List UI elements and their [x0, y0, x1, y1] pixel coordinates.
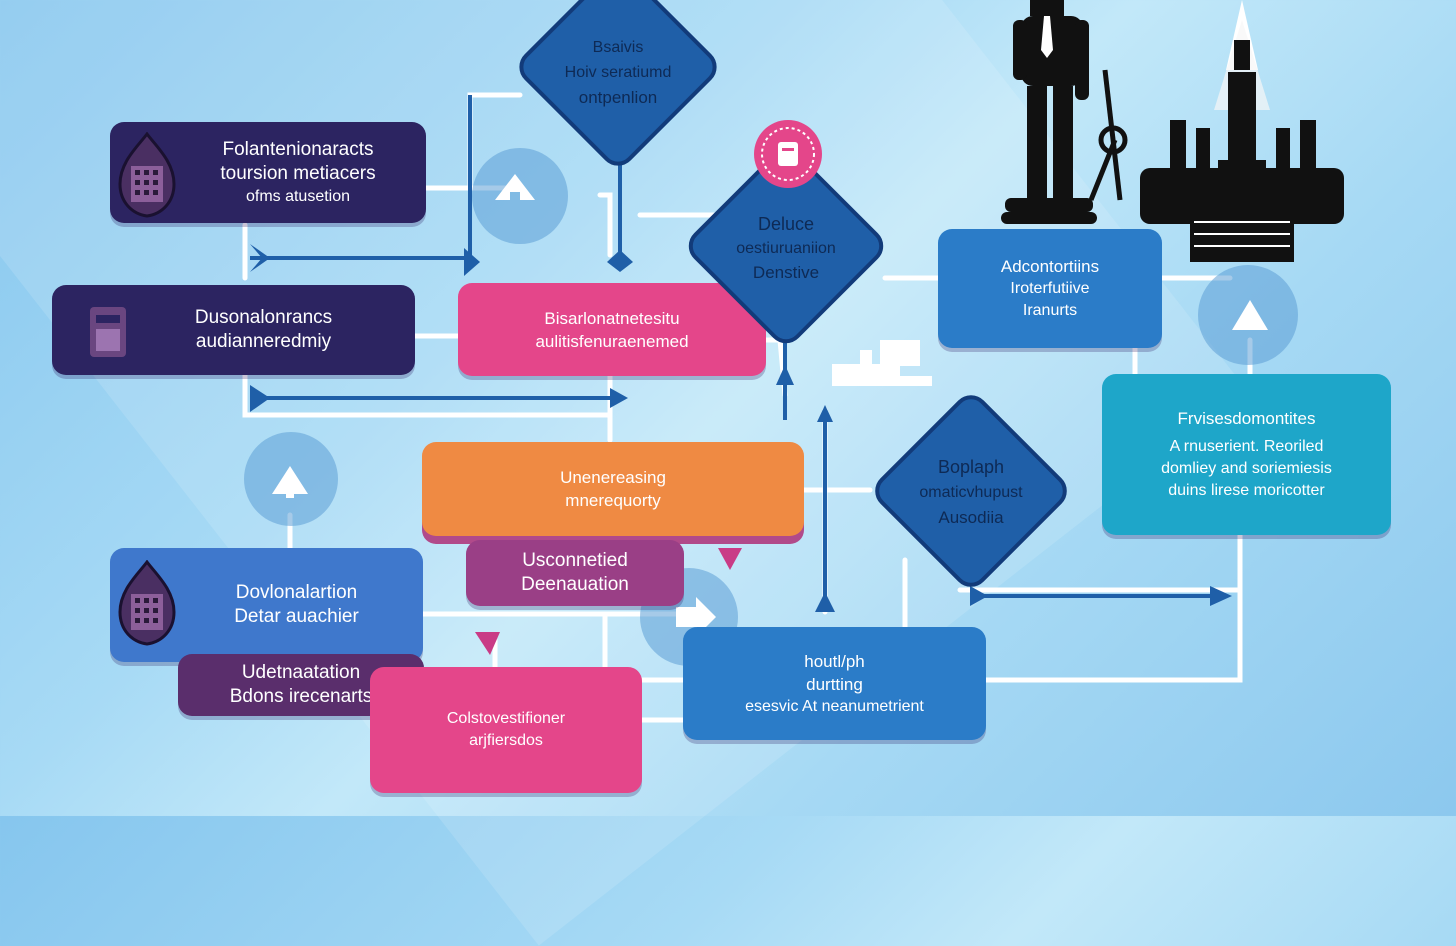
diamond-line: Bsaivis: [592, 39, 644, 56]
box-line: Iranurts: [1022, 302, 1078, 319]
pink-box-top: Bisarlonatnetesitu aulitisfenuraenemed: [458, 283, 766, 376]
box-line: toursion metiacers: [220, 162, 376, 184]
plum-box: Usconnetied Deenauation: [466, 540, 684, 606]
box-line: domliey and soriemiesis: [1161, 460, 1332, 477]
navy-box-top: Folantenionaracts toursion metiacers ofm…: [110, 122, 426, 223]
box-line: esesvic At neanumetrient: [745, 697, 924, 715]
diamond-line: omaticvhupust: [919, 484, 1023, 501]
box-line: Iroterfutiive: [1010, 280, 1090, 297]
businessman-silhouette: [1001, 0, 1128, 224]
box-line: mnerequorty: [565, 491, 661, 510]
blue-box-right: Adcontortiins Iroterfutiive Iranurts: [938, 229, 1162, 348]
box-line: arjfiersdos: [469, 732, 543, 749]
diamond-line: Hoiv seratiumd: [564, 64, 672, 81]
teal-box: Frvisesdomontites A rnuserient. Reoriled…: [1102, 374, 1391, 535]
diamond-line: oestiuruaniion: [736, 240, 836, 257]
top-diamond-label: Bsaivis Hoiv seratiumd ontpenlion: [530, 28, 706, 118]
box-line: Dovlonalartion: [235, 582, 358, 603]
blue-box-bottom: houtl/ph durtting esesvic At neanumetrie…: [683, 627, 986, 740]
document-icon: [90, 307, 126, 357]
up-arrow-icon: [1232, 300, 1268, 330]
box-line: Colstovestifioner: [446, 710, 566, 727]
up-arrow-icon: [272, 466, 308, 498]
box-line: aulitisfenuraenemed: [535, 331, 689, 351]
box-line: houtl/ph: [804, 651, 865, 671]
box-line: Unenereasing: [560, 468, 666, 487]
box-line: Usconnetied: [522, 550, 628, 571]
monument-silhouette: [1140, 0, 1344, 262]
building-icon: [118, 132, 176, 218]
box-line: audianneredmiy: [195, 331, 332, 352]
orange-box: Unenereasing mnerequorty: [422, 442, 804, 536]
box-line: Bdons irecenarts: [229, 686, 373, 707]
mid-diamond-label: Deluce oestiuruaniion Denstive: [700, 210, 872, 286]
box-line: durtting: [806, 674, 863, 694]
arrowhead: [250, 244, 270, 272]
box-line: Detar auachier: [234, 606, 359, 627]
right-diamond-label: Boplaph omaticvhupust Ausodiia: [882, 452, 1060, 532]
box-line: ofms atusetion: [245, 187, 351, 205]
badge-icon: [754, 120, 822, 188]
box-line: Frvisesdomontites: [1177, 409, 1316, 428]
up-arrow-icon: [495, 174, 535, 200]
pink-box-bottom: Colstovestifioner arjfiersdos: [370, 667, 642, 793]
box-line: Folantenionaracts: [222, 138, 374, 160]
diamond-line: Denstive: [752, 263, 820, 282]
box-line: Dusonalonrancs: [194, 307, 333, 328]
diamond-line: Deluce: [757, 214, 815, 234]
diamond-line: Boplaph: [937, 457, 1005, 477]
box-line: Deenauation: [521, 574, 629, 595]
box-line: duins lirese moricotter: [1168, 482, 1325, 499]
box-line: Udetnaatation: [241, 662, 361, 683]
diamond-line: ontpenlion: [578, 88, 658, 107]
box-line: Adcontortiins: [1000, 257, 1100, 276]
box-line: Bisarlonatnetesitu: [544, 308, 680, 328]
building-icon: [118, 560, 176, 646]
box-line: A rnuserient. Reoriled: [1169, 438, 1324, 455]
diamond-line: Ausodiia: [938, 508, 1004, 527]
